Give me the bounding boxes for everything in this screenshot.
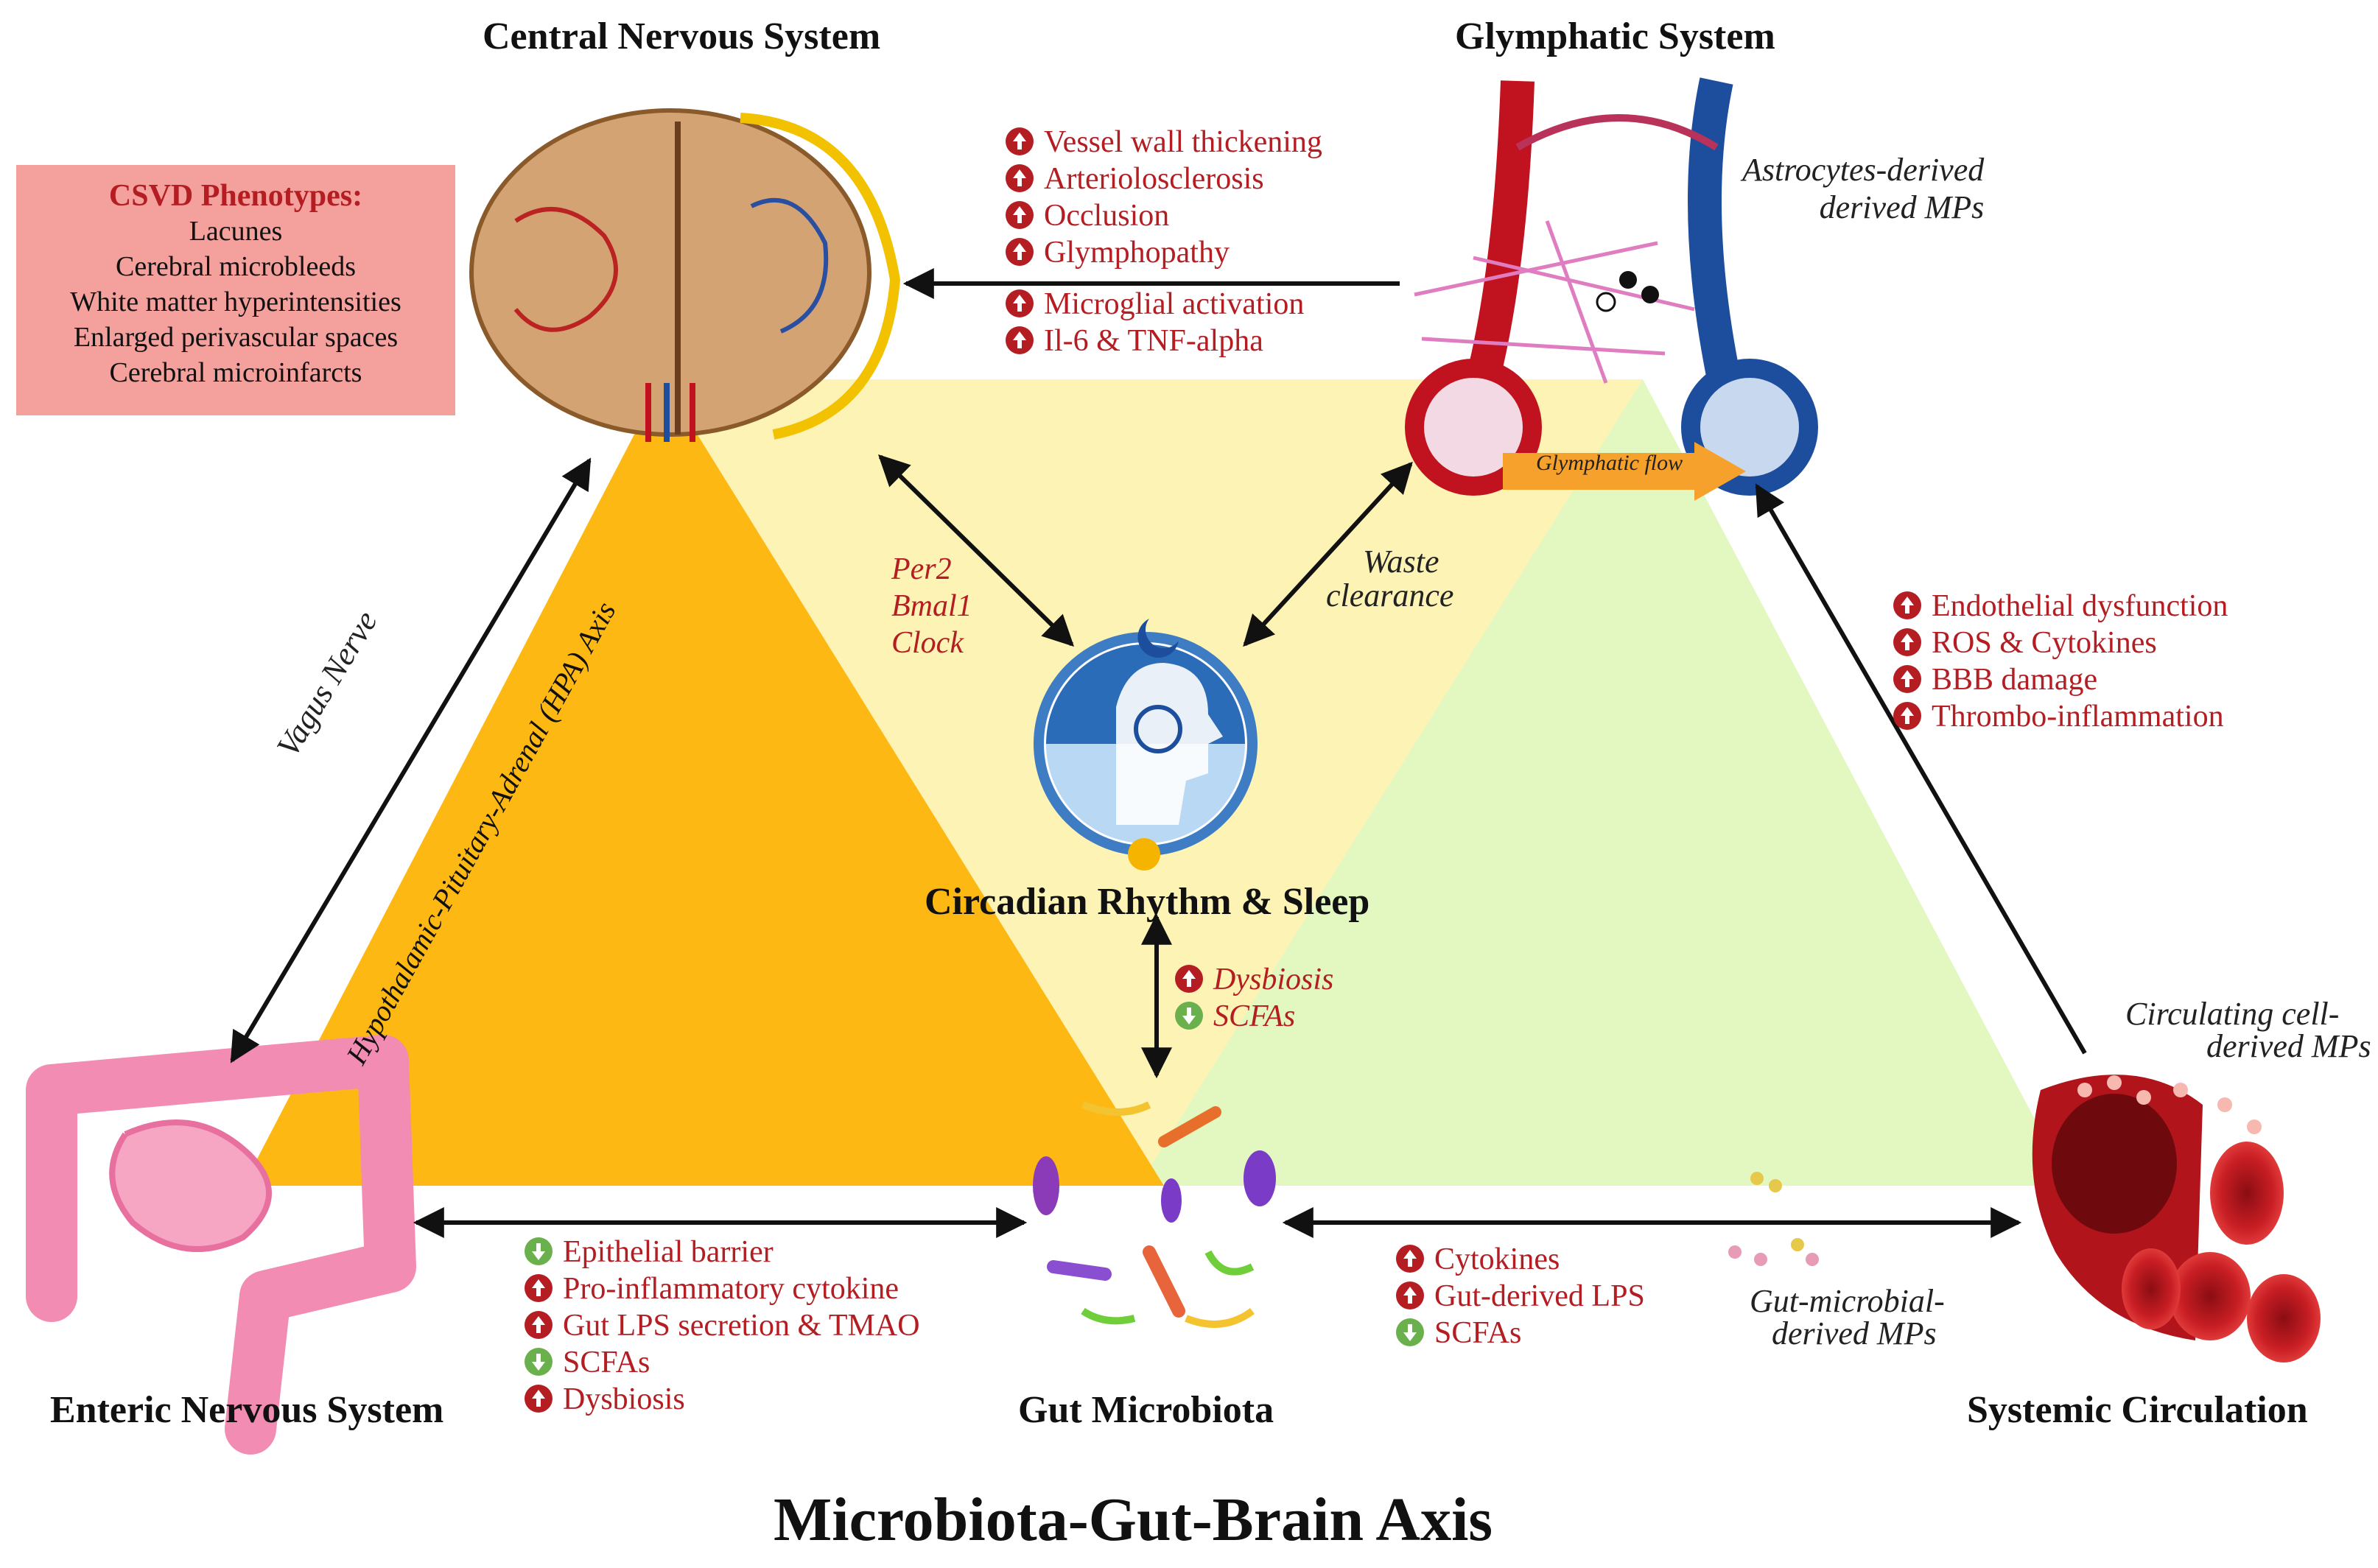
gut-microbial-mps-label: Gut-microbial- derived MPs: [1750, 1283, 1945, 1351]
intestine-illustration: [26, 1035, 416, 1455]
effect-item: Arteriolosclerosis: [1006, 161, 1322, 197]
csvd-item: Lacunes: [189, 216, 283, 247]
effect-item: SCFAs: [525, 1344, 920, 1381]
glymphatic-flow-label: Glymphatic flow: [1536, 451, 1683, 475]
effect-item: Microglial activation: [1006, 286, 1304, 323]
glymphatic-title: Glymphatic System: [1455, 15, 1775, 57]
effect-item: Thrombo-inflammation: [1893, 698, 2228, 735]
gut-systemic-effects: Cytokines Gut-derived LPS SCFAs: [1396, 1241, 1645, 1351]
csvd-item: Cerebral microinfarcts: [109, 357, 362, 388]
arrow-up-icon: [1175, 965, 1203, 994]
astrocytes-label: Astrocytes-derived derived MPs: [1742, 152, 1985, 225]
csvd-item: Enlarged perivascular spaces: [73, 322, 399, 353]
arrow-cns-circadian: [878, 454, 1074, 647]
cns-title: Central Nervous System: [483, 15, 881, 57]
gut-microbiota-title: Gut Microbiota: [1018, 1389, 1274, 1431]
circadian-icon: [1034, 619, 1258, 871]
arrow-up-icon: [525, 1385, 553, 1413]
circadian-gut-effects: Dysbiosis SCFAs: [1175, 961, 1333, 1035]
circadian-title: Circadian Rhythm & Sleep: [925, 881, 1370, 923]
arrow-up-icon: [1006, 201, 1034, 230]
csvd-heading: CSVD Phenotypes:: [108, 179, 363, 213]
effect-item: Vessel wall thickening: [1006, 124, 1322, 161]
effect-item: Pro-inflammatory cytokine: [525, 1270, 920, 1307]
arrow-cns-enteric: [230, 457, 592, 1064]
effect-item: ROS & Cytokines: [1893, 625, 2228, 661]
csvd-item: White matter hyperintensities: [70, 286, 401, 317]
arrow-up-icon: [525, 1274, 553, 1303]
systemic-title: Systemic Circulation: [1967, 1389, 2308, 1431]
effect-item: Epithelial barrier: [525, 1234, 920, 1270]
effect-item: Glymphopathy: [1006, 234, 1322, 271]
arrow-up-icon: [1006, 164, 1034, 193]
csvd-phenotypes-box: CSVD Phenotypes: Lacunes Cerebral microb…: [16, 165, 455, 415]
microbiota-illustration: [1033, 1101, 1276, 1328]
effect-item: Il-6 & TNF-alpha: [1006, 323, 1304, 359]
arrow-up-icon: [1396, 1245, 1424, 1273]
arrow-up-icon: [1006, 289, 1034, 318]
effect-item: Dysbiosis: [1175, 961, 1333, 998]
arrow-down-icon: [1396, 1318, 1424, 1347]
effect-item: SCFAs: [1175, 998, 1333, 1035]
glymph-cns-effects-1: Vessel wall thickening Arteriolosclerosi…: [1006, 124, 1322, 271]
arrow-up-icon: [525, 1311, 553, 1340]
effect-item: Cytokines: [1396, 1241, 1645, 1278]
enteric-title: Enteric Nervous System: [50, 1389, 444, 1431]
arrow-down-icon: [1175, 1002, 1203, 1030]
glymph-cns-effects-2: Microglial activation Il-6 & TNF-alpha: [1006, 286, 1304, 359]
arrow-down-icon: [525, 1237, 553, 1266]
effect-item: Endothelial dysfunction: [1893, 588, 2228, 625]
arrow-up-icon: [1893, 591, 1921, 620]
circulating-mps-label: Circulating cell- derived MPs: [2125, 996, 2371, 1064]
arrow-glymphatic-circadian: [1243, 461, 1413, 647]
arrow-up-icon: [1893, 702, 1921, 731]
arrow-up-icon: [1006, 127, 1034, 156]
arrow-up-icon: [1893, 665, 1921, 694]
waste-clearance-label: Waste clearance: [1326, 544, 1454, 614]
arrow-down-icon: [525, 1348, 553, 1377]
csvd-item: Cerebral microbleeds: [115, 251, 357, 282]
systemic-glymph-effects: Endothelial dysfunction ROS & Cytokines …: [1893, 588, 2228, 735]
effect-item: Gut LPS secretion & TMAO: [525, 1307, 920, 1344]
blood-vessel-illustration: [1728, 1075, 2321, 1363]
arrow-up-icon: [1006, 326, 1034, 355]
enteric-gut-effects: Epithelial barrier Pro-inflammatory cyto…: [525, 1234, 920, 1418]
arrow-systemic-to-glymphatic: [1755, 483, 2087, 1055]
effect-item: Occlusion: [1006, 197, 1322, 234]
green-triangle: [1138, 379, 2070, 1186]
effect-item: SCFAs: [1396, 1315, 1645, 1351]
effect-item: Dysbiosis: [525, 1381, 920, 1418]
arrow-up-icon: [1006, 238, 1034, 267]
glymphatic-illustration: [1405, 77, 1818, 501]
arrow-up-icon: [1893, 628, 1921, 657]
effect-item: BBB damage: [1893, 661, 2228, 698]
arrow-up-icon: [1396, 1282, 1424, 1310]
effect-item: Gut-derived LPS: [1396, 1278, 1645, 1315]
main-title: Microbiota-Gut-Brain Axis: [774, 1486, 1493, 1554]
brain-illustration: [469, 108, 901, 442]
clock-genes: Per2 Bmal1 Clock: [891, 552, 972, 660]
